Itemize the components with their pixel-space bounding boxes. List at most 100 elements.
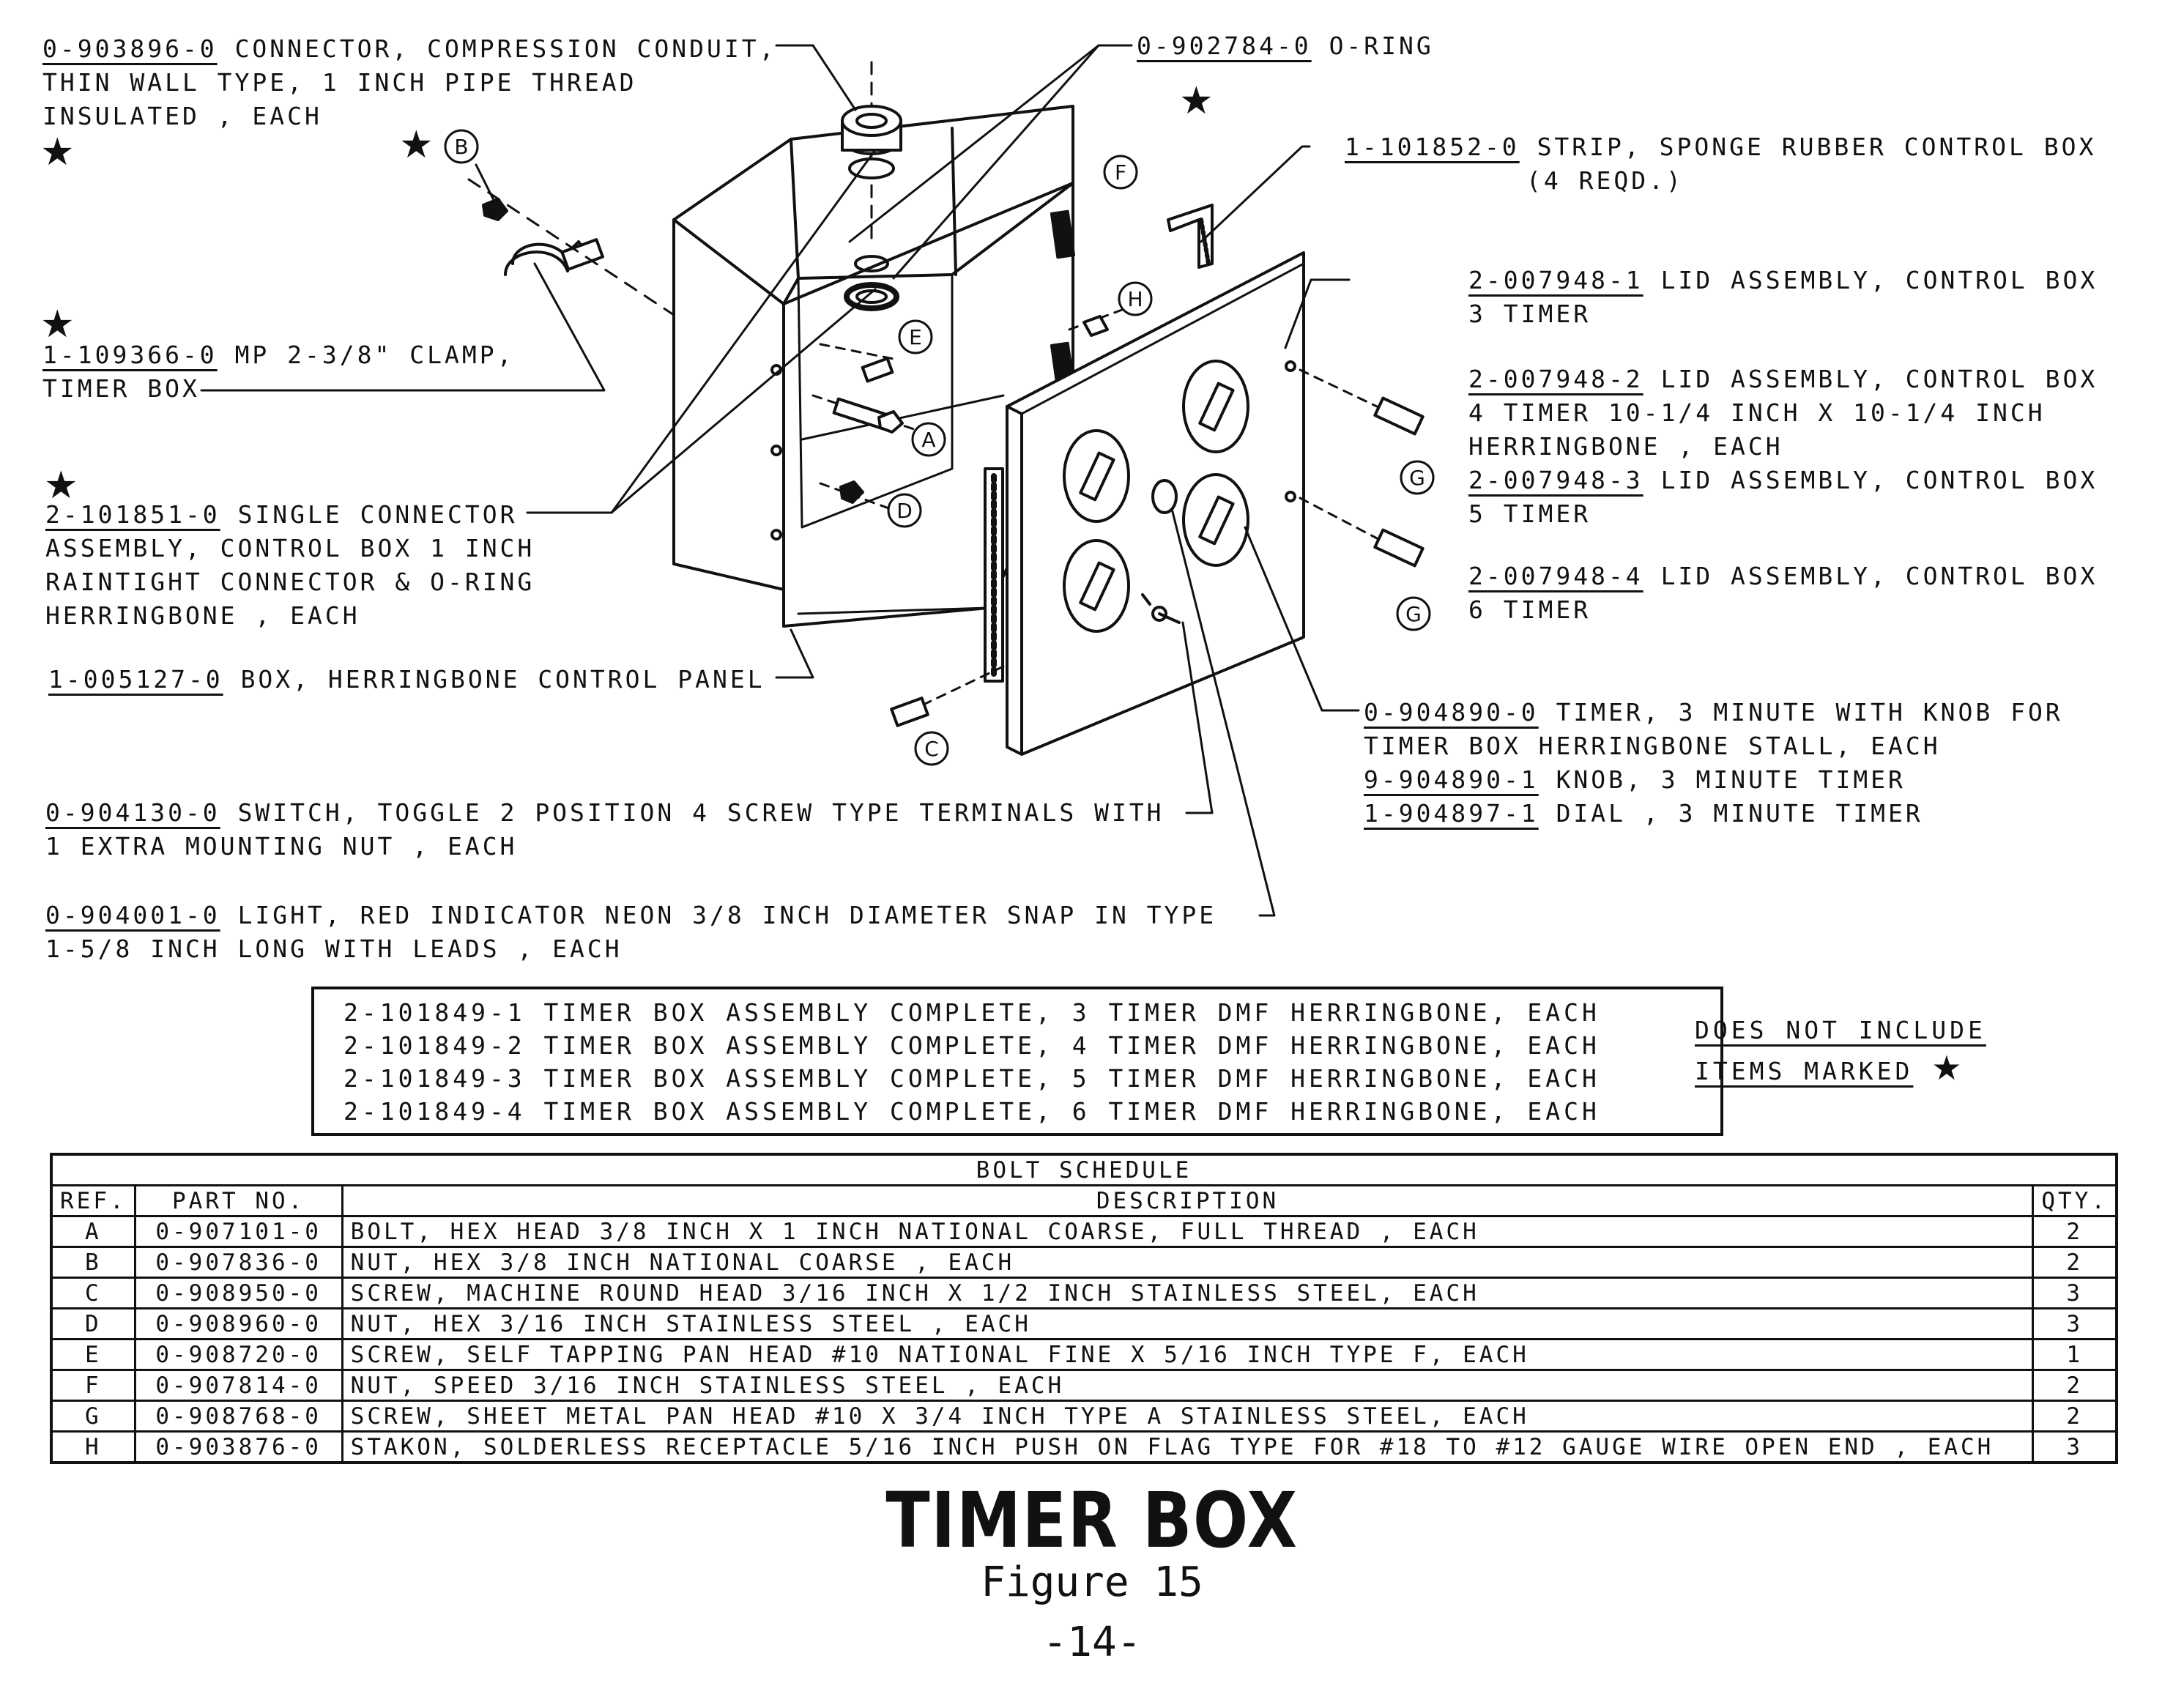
callout-desc: 1 EXTRA MOUNTING NUT , EACH xyxy=(45,832,518,861)
assembly-line: 2-101849-4 TIMER BOX ASSEMBLY COMPLETE, … xyxy=(343,1097,1600,1126)
ref-circle-f xyxy=(1103,155,1138,190)
callout-desc: DIAL , 3 MINUTE TIMER xyxy=(1556,799,1923,828)
part-number: 0-904890-0 xyxy=(1364,698,1539,727)
cell-ref: F xyxy=(50,1369,136,1402)
cell-qty: 2 xyxy=(2032,1215,2118,1248)
assembly-line: 2-101849-1 TIMER BOX ASSEMBLY COMPLETE, … xyxy=(343,998,1600,1027)
cell-part: 0-908950-0 xyxy=(133,1277,343,1309)
callout-desc: HERRINGBONE , EACH xyxy=(1468,432,1783,461)
callout-desc: INSULATED , EACH xyxy=(42,102,322,130)
callout-desc: BOX, HERRINGBONE CONTROL PANEL xyxy=(240,665,765,694)
table-row: A 0-907101-0 BOLT, HEX HEAD 3/8 INCH X 1… xyxy=(50,1215,2118,1248)
ref-letter-h: H xyxy=(1127,287,1143,311)
lid-panel-drawing xyxy=(984,251,1305,756)
callout-desc: 1-5/8 INCH LONG WITH LEADS , EACH xyxy=(45,935,623,963)
part-number: 1-904897-1 xyxy=(1364,799,1539,828)
header-desc: DESCRIPTION xyxy=(341,1184,2035,1217)
ref-circle-h xyxy=(1118,281,1153,316)
light-callout: 0-904001-0 LIGHT, RED INDICATOR NEON 3/8… xyxy=(45,899,1217,966)
table-row: E 0-908720-0 SCREW, SELF TAPPING PAN HEA… xyxy=(50,1338,2118,1371)
table-row: C 0-908950-0 SCREW, MACHINE ROUND HEAD 3… xyxy=(50,1277,2118,1309)
part-number: 2-007948-3 xyxy=(1468,466,1643,494)
table-title: BOLT SCHEDULE xyxy=(50,1153,2118,1186)
cell-part: 0-908768-0 xyxy=(133,1400,343,1433)
ref-letter-g-2: G xyxy=(1405,602,1422,626)
ref-letter-c: C xyxy=(924,737,939,761)
cell-desc: NUT, SPEED 3/16 INCH STAINLESS STEEL , E… xyxy=(341,1369,2035,1402)
cell-desc: STAKON, SOLDERLESS RECEPTACLE 5/16 INCH … xyxy=(341,1430,2035,1464)
lid-3-callout: 2-007948-1 LID ASSEMBLY, CONTROL BOX 3 T… xyxy=(1468,264,2098,331)
part-number: 9-904890-1 xyxy=(1364,765,1539,794)
callout-desc: LID ASSEMBLY, CONTROL BOX xyxy=(1660,266,2098,294)
star-icon: ★ xyxy=(40,302,75,346)
callout-desc: MP 2-3/8" CLAMP, xyxy=(234,341,515,369)
callout-desc: KNOB, 3 MINUTE TIMER xyxy=(1556,765,1906,794)
star-icon: ★ xyxy=(1931,1048,1962,1088)
header-ref: REF. xyxy=(50,1184,136,1217)
cell-ref: G xyxy=(50,1400,136,1433)
note-line: DOES NOT INCLUDE xyxy=(1695,1016,1986,1044)
callout-desc: 4 TIMER 10-1/4 INCH X 10-1/4 INCH xyxy=(1468,398,2046,427)
callout-desc: O-RING xyxy=(1329,31,1434,60)
star-icon: ★ xyxy=(40,130,75,174)
ref-circle-b xyxy=(444,129,479,164)
ref-circle-a xyxy=(911,422,946,457)
star-icon: ★ xyxy=(1179,79,1214,123)
part-number: 1-109366-0 xyxy=(42,341,218,369)
assembly-line: 2-101849-3 TIMER BOX ASSEMBLY COMPLETE, … xyxy=(343,1064,1600,1093)
cell-desc: BOLT, HEX HEAD 3/8 INCH X 1 INCH NATIONA… xyxy=(341,1215,2035,1248)
cell-part: 0-907836-0 xyxy=(133,1246,343,1279)
ref-letter-b: B xyxy=(454,135,468,159)
callout-desc: LID ASSEMBLY, CONTROL BOX xyxy=(1660,562,2098,590)
note-line: ITEMS MARKED xyxy=(1695,1057,1914,1085)
lid-4-callout: 2-007948-2 LID ASSEMBLY, CONTROL BOX 4 T… xyxy=(1468,363,2098,531)
callout-desc: LID ASSEMBLY, CONTROL BOX xyxy=(1660,365,2098,393)
ref-circle-g1 xyxy=(1400,460,1435,495)
part-number: 1-005127-0 xyxy=(48,665,223,694)
callout-desc: LID ASSEMBLY, CONTROL BOX xyxy=(1660,466,2098,494)
callout-desc: HERRINGBONE , EACH xyxy=(45,601,360,630)
callout-desc: TIMER BOX HERRINGBONE STALL, EACH xyxy=(1364,732,1941,760)
part-number: 2-007948-4 xyxy=(1468,562,1643,590)
callout-desc: LIGHT, RED INDICATOR NEON 3/8 INCH DIAME… xyxy=(237,901,1217,929)
part-number: 2-007948-2 xyxy=(1468,365,1643,393)
cell-ref: C xyxy=(50,1277,136,1309)
ref-circle-c xyxy=(914,731,949,766)
cell-ref: D xyxy=(50,1307,136,1340)
callout-desc: SINGLE CONNECTOR xyxy=(237,500,518,529)
clamp-drawing xyxy=(467,163,675,316)
part-number: 1-101852-0 xyxy=(1345,133,1520,161)
table-row: F 0-907814-0 NUT, SPEED 3/16 INCH STAINL… xyxy=(50,1369,2118,1402)
switch-callout: 0-904130-0 SWITCH, TOGGLE 2 POSITION 4 S… xyxy=(45,796,1165,863)
ref-circle-g2 xyxy=(1396,596,1431,631)
cell-ref: H xyxy=(50,1430,136,1464)
page-title: TIMER BOX xyxy=(885,1476,1299,1565)
ref-letter-d: D xyxy=(896,499,913,523)
callout-desc: CONNECTOR, COMPRESSION CONDUIT, xyxy=(234,34,777,63)
callout-desc: ASSEMBLY, CONTROL BOX 1 INCH xyxy=(45,534,535,562)
cell-qty: 3 xyxy=(2032,1307,2118,1340)
cell-qty: 2 xyxy=(2032,1400,2118,1433)
table-row: G 0-908768-0 SCREW, SHEET METAL PAN HEAD… xyxy=(50,1400,2118,1433)
callout-desc: SWITCH, TOGGLE 2 POSITION 4 SCREW TYPE T… xyxy=(237,798,1165,827)
ref-circle-d xyxy=(887,493,922,528)
cell-qty: 3 xyxy=(2032,1430,2118,1464)
part-number: 2-007948-1 xyxy=(1468,266,1643,294)
ref-letter-g-1: G xyxy=(1409,466,1425,490)
cell-qty: 2 xyxy=(2032,1246,2118,1279)
part-number: 0-903896-0 xyxy=(42,34,218,63)
table-header-row: REF. PART NO. DESCRIPTION QTY. xyxy=(50,1184,2118,1217)
callout-desc: RAINTIGHT CONNECTOR & O-RING xyxy=(45,568,535,596)
ref-letter-a: A xyxy=(921,428,935,452)
cell-ref: E xyxy=(50,1338,136,1371)
oring-callout: 0-902784-0 O-RING xyxy=(1137,29,1434,63)
callout-desc: 5 TIMER xyxy=(1468,499,1591,528)
table-row: D 0-908960-0 NUT, HEX 3/16 INCH STAINLES… xyxy=(50,1307,2118,1340)
part-number: 0-902784-0 xyxy=(1137,31,1312,60)
ref-circle-e xyxy=(898,319,933,354)
cell-part: 0-907814-0 xyxy=(133,1369,343,1402)
part-number: 2-101851-0 xyxy=(45,500,220,529)
hardware-drawing xyxy=(811,204,1425,727)
callout-desc: THIN WALL TYPE, 1 INCH PIPE THREAD xyxy=(42,68,637,97)
